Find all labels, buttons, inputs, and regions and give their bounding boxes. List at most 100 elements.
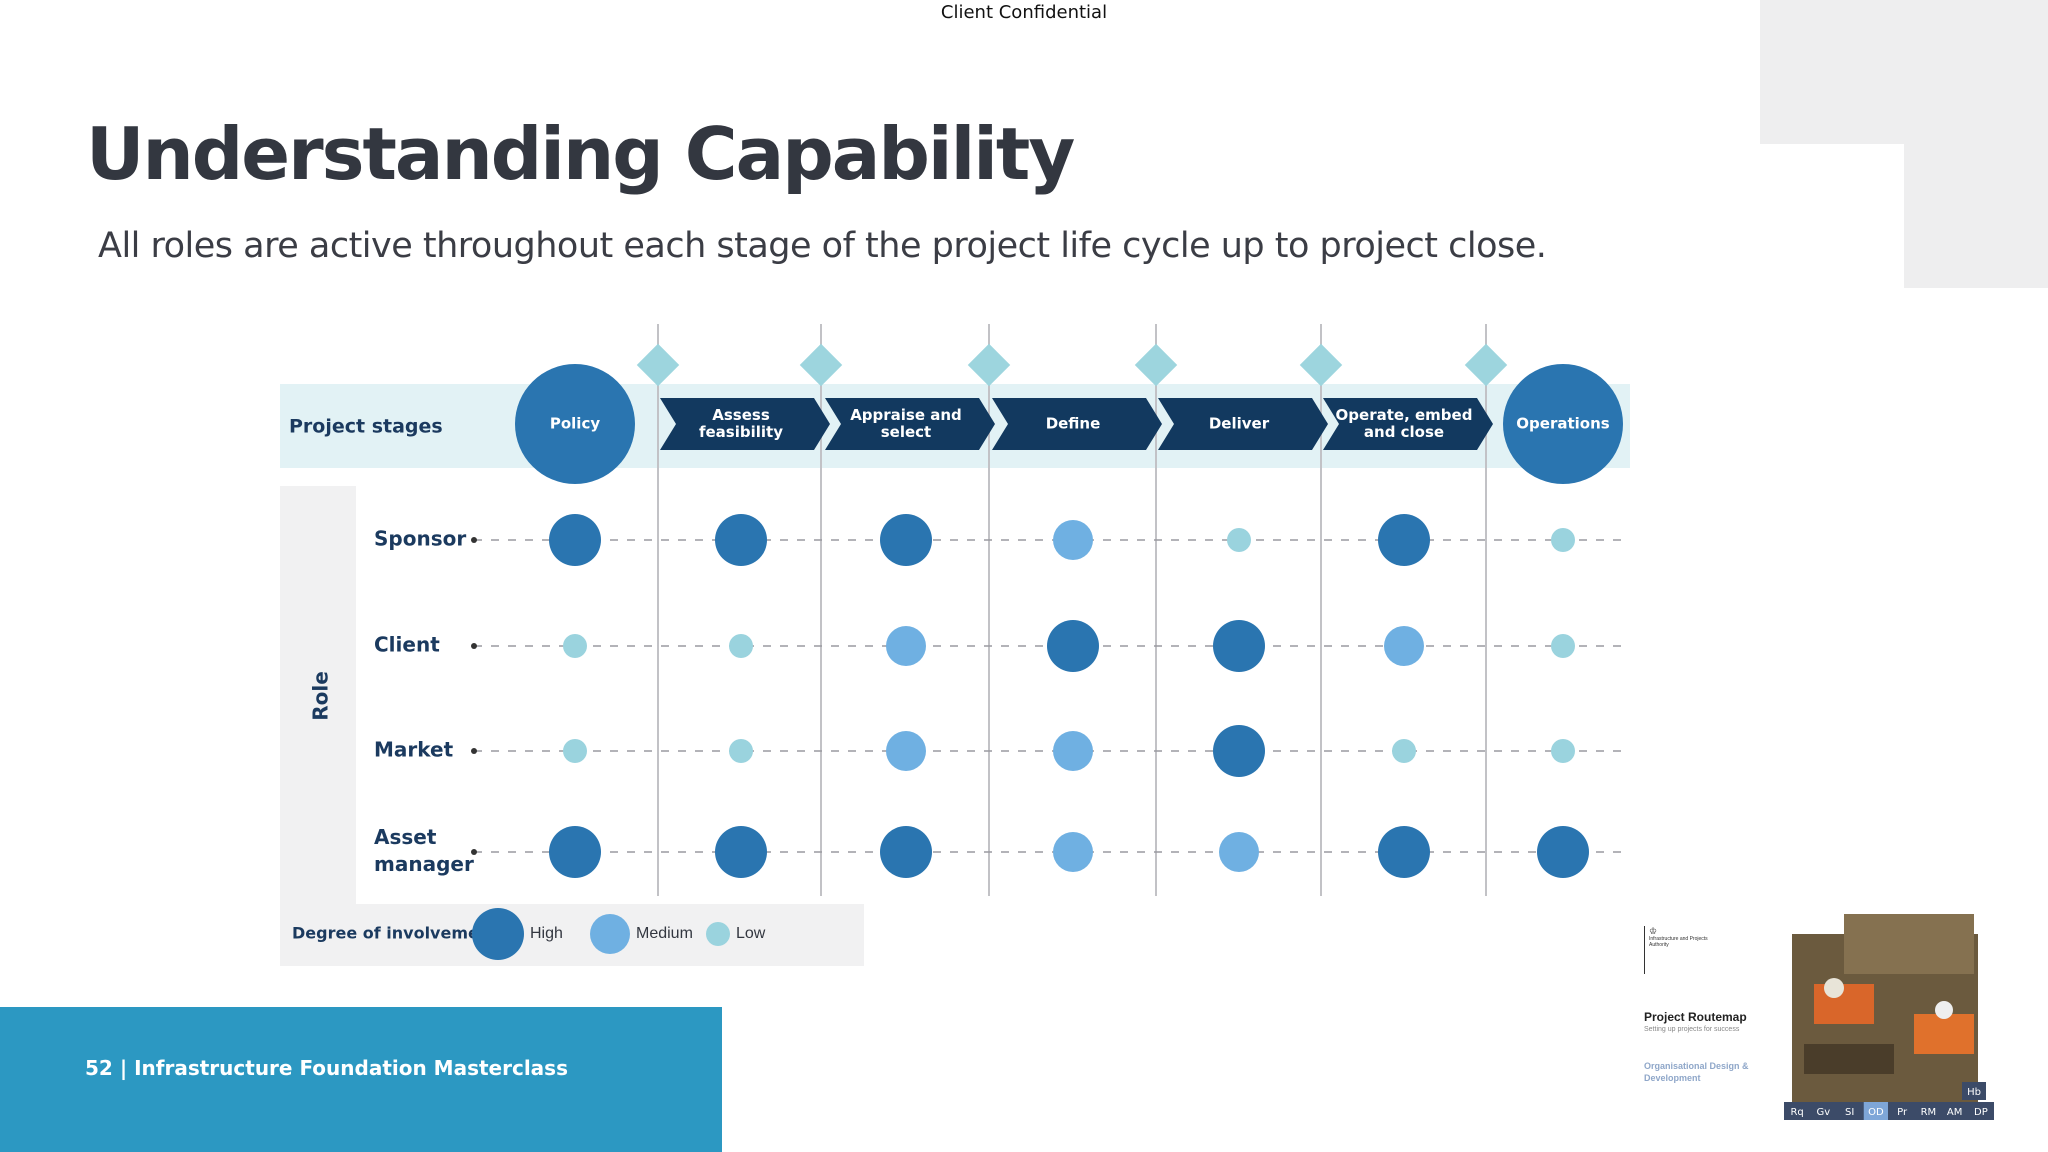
involvement-marker-medium	[1384, 626, 1424, 666]
involvement-marker-high	[549, 826, 601, 878]
stage-label: and close	[1364, 423, 1444, 441]
tab-label: Pr	[1897, 1107, 1908, 1118]
stage-circle	[515, 364, 635, 484]
involvement-marker-high	[715, 826, 767, 878]
role-label: Asset	[374, 825, 437, 849]
involvement-marker-high	[1047, 620, 1099, 672]
thumbnail-subtitle: Setting up projects for success	[1644, 1026, 1740, 1033]
stage-label: Operations	[1516, 415, 1609, 433]
stage-chevron	[825, 398, 995, 450]
milestone-diamond-icon	[799, 343, 843, 387]
legend-panel	[280, 904, 864, 966]
involvement-marker-low	[1551, 634, 1575, 658]
photo-hard-hat-2	[1935, 1001, 1953, 1019]
tab-label: SI	[1845, 1107, 1854, 1118]
footer-separator: |	[119, 1056, 128, 1080]
stage-chevron	[992, 398, 1162, 450]
role-dot-marker	[471, 748, 477, 754]
involvement-marker-high	[880, 514, 932, 566]
involvement-marker-high	[1213, 725, 1265, 777]
role-dot-marker	[471, 537, 477, 543]
involvement-marker-medium	[1053, 520, 1093, 560]
course-title: Infrastructure Foundation Masterclass	[134, 1056, 568, 1080]
involvement-marker-low	[563, 739, 587, 763]
tab-label: DP	[1974, 1107, 1988, 1118]
photo-trench	[1804, 1044, 1894, 1074]
stage-label: feasibility	[699, 423, 783, 441]
role-dot-marker	[471, 643, 477, 649]
stage-label: Deliver	[1209, 415, 1270, 433]
authority-logo: ♔ Infrastructure and Projects Authority	[1644, 926, 1709, 974]
involvement-marker-low	[1392, 739, 1416, 763]
role-label: Market	[374, 738, 454, 762]
role-label: Client	[374, 633, 440, 657]
thumbnail-title: Project Routemap	[1644, 1010, 1747, 1024]
stage-circle	[1503, 364, 1623, 484]
photo-soil	[1844, 914, 1974, 974]
tab-highlight	[1863, 1102, 1888, 1120]
footer-bar	[0, 1007, 722, 1152]
photo-worker	[1814, 984, 1874, 1024]
tab-label: Gv	[1817, 1107, 1831, 1118]
milestone-diamond-icon	[1299, 343, 1343, 387]
thumbnail-section: Organisational Design & Development	[1644, 1061, 1749, 1083]
involvement-marker-low	[729, 634, 753, 658]
confidentiality-label: Client Confidential	[940, 2, 1108, 23]
page-number: 52	[85, 1056, 113, 1080]
stage-label: Policy	[550, 415, 600, 433]
tab-label: AM	[1947, 1107, 1962, 1118]
involvement-marker-high	[1213, 620, 1265, 672]
involvement-marker-high	[715, 514, 767, 566]
stage-chevron	[1158, 398, 1328, 450]
tab-label: OD	[1868, 1107, 1884, 1118]
corner-tab	[1962, 1082, 1986, 1100]
milestone-diamond-icon	[1134, 343, 1178, 387]
role-label: manager	[374, 852, 474, 876]
milestone-diamond-icon	[1464, 343, 1508, 387]
involvement-marker-low	[1551, 739, 1575, 763]
involvement-marker-high	[1378, 514, 1430, 566]
stage-label: Assess	[712, 406, 770, 424]
legend-swatch-high	[472, 908, 524, 960]
involvement-marker-medium	[886, 731, 926, 771]
slide-subtitle: All roles are active throughout each sta…	[98, 226, 1547, 266]
role-dot-marker	[471, 849, 477, 855]
slide-title: Understanding Capability	[86, 112, 1075, 196]
involvement-marker-medium	[1053, 731, 1093, 771]
legend-swatch-medium	[590, 914, 630, 954]
involvement-marker-low	[729, 739, 753, 763]
stage-label: Appraise and	[850, 406, 962, 424]
role-axis-label: Role	[309, 671, 333, 721]
footer-text: 52 | Infrastructure Foundation Mastercla…	[85, 1056, 568, 1080]
involvement-marker-medium	[1053, 832, 1093, 872]
stage-chevron	[1323, 398, 1493, 450]
involvement-marker-high	[549, 514, 601, 566]
decorative-grey-block-lower	[1904, 144, 2048, 288]
milestone-diamond-icon	[967, 343, 1011, 387]
stage-label: Define	[1046, 415, 1101, 433]
role-axis-panel	[280, 486, 356, 904]
involvement-marker-low	[563, 634, 587, 658]
involvement-marker-high	[880, 826, 932, 878]
involvement-marker-medium	[886, 626, 926, 666]
photo-worker-2	[1914, 1014, 1974, 1054]
involvement-marker-low	[1551, 528, 1575, 552]
involvement-marker-medium	[1219, 832, 1259, 872]
involvement-marker-low	[1227, 528, 1251, 552]
stage-label: Operate, embed	[1336, 406, 1473, 424]
crest-icon: ♔	[1649, 926, 1658, 936]
stage-label: select	[881, 423, 931, 441]
milestone-diamond-icon	[636, 343, 680, 387]
legend-item-label: Low	[736, 925, 766, 942]
legend-item-label: Medium	[636, 925, 693, 942]
stage-chevron	[660, 398, 830, 450]
legend-item-label: High	[530, 925, 563, 942]
legend-label: Degree of involvement	[292, 924, 498, 943]
involvement-marker-high	[1378, 826, 1430, 878]
tab-label: Rq	[1790, 1107, 1803, 1118]
tab-label: RM	[1921, 1107, 1937, 1118]
involvement-marker-high	[1537, 826, 1589, 878]
